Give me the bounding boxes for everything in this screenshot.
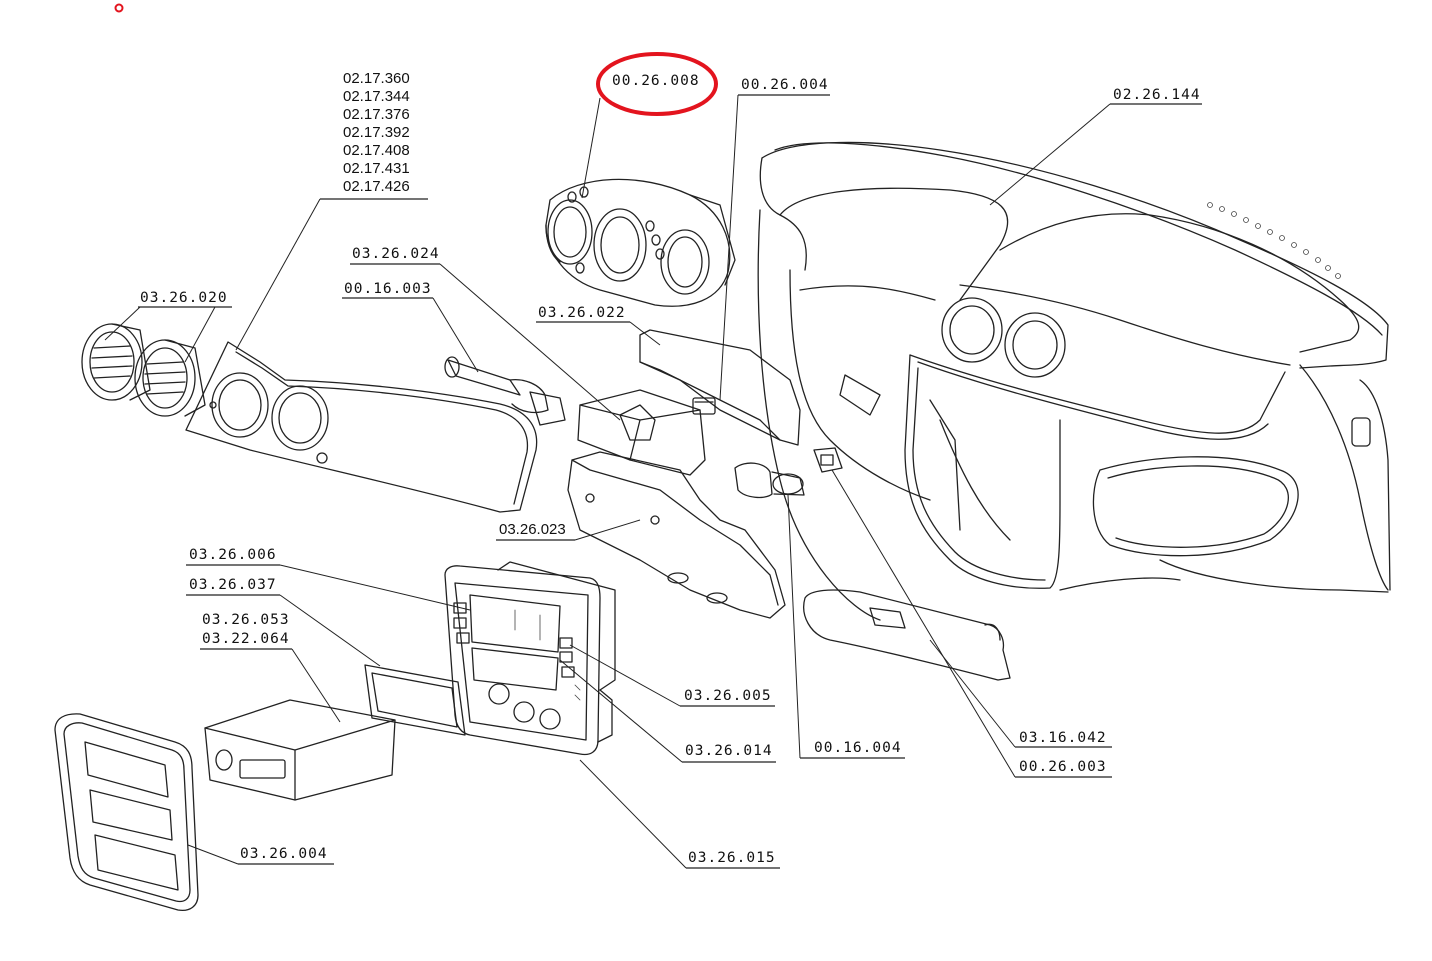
- stack-label: 02.17.408: [343, 142, 410, 159]
- marker-dot: [114, 3, 124, 13]
- lower-console-panel: [567, 451, 786, 619]
- stack-label: 02.17.376: [343, 106, 410, 123]
- glovebox-lid: [803, 589, 1011, 681]
- stack-label: 02.17.392: [343, 124, 410, 141]
- part-label-00-26-004: 00.26.004: [741, 77, 829, 93]
- lighter-socket: [734, 462, 805, 499]
- part-label-03-16-042: 03.16.042: [1019, 730, 1107, 746]
- part-label-03-26-020: 03.26.020: [140, 290, 228, 306]
- center-frame: [54, 713, 199, 912]
- switch-housing: [577, 389, 706, 476]
- part-label-03-26-014: 03.26.014: [685, 743, 773, 759]
- part-label-03-22-064: 03.22.064: [202, 631, 290, 647]
- radio-unit: [204, 699, 396, 801]
- radio-trim-plate: [364, 664, 466, 736]
- upper-console-panel: [639, 329, 801, 446]
- part-label-00-26-008: 00.26.008: [612, 73, 700, 89]
- trim-panel-label-stack: 02.17.360 02.17.344 02.17.376 02.17.392 …: [343, 70, 410, 196]
- air-vent-right: [134, 339, 206, 417]
- part-label-03-26-053: 03.26.053: [202, 612, 290, 628]
- part-label-03-26-023: 03.26.023: [499, 521, 566, 538]
- part-label-03-26-024: 03.26.024: [352, 246, 440, 262]
- part-label-03-26-015: 03.26.015: [688, 850, 776, 866]
- air-vent-left: [81, 323, 151, 401]
- stack-label: 02.17.431: [343, 160, 410, 177]
- dashboard-vent-dots: [1207, 202, 1341, 279]
- part-label-03-26-037: 03.26.037: [189, 577, 277, 593]
- cluster-trim-panel: [185, 341, 538, 513]
- part-label-03-26-004: 03.26.004: [240, 846, 328, 862]
- stack-label: 02.17.360: [343, 70, 410, 87]
- part-label-03-26-006: 03.26.006: [189, 547, 277, 563]
- leader-lines: [104, 94, 1202, 869]
- stack-label: 02.17.344: [343, 88, 410, 105]
- part-label-00-16-003: 00.16.003: [344, 281, 432, 297]
- part-label-00-26-003: 00.26.003: [1019, 759, 1107, 775]
- light-switch-knob: [444, 356, 566, 426]
- part-label-00-16-004: 00.16.004: [814, 740, 902, 756]
- dashboard-assembly: [757, 141, 1391, 621]
- bezel-details: [514, 609, 581, 701]
- center-bezel: [444, 561, 616, 756]
- stack-label: 02.17.426: [343, 178, 410, 195]
- part-label-02-26-144: 02.26.144: [1113, 87, 1201, 103]
- instrument-cluster: [545, 178, 736, 307]
- part-label-03-26-005: 03.26.005: [684, 688, 772, 704]
- clip-right: [813, 447, 843, 473]
- part-label-03-26-022: 03.26.022: [538, 305, 626, 321]
- highlight-ellipse: [596, 52, 718, 116]
